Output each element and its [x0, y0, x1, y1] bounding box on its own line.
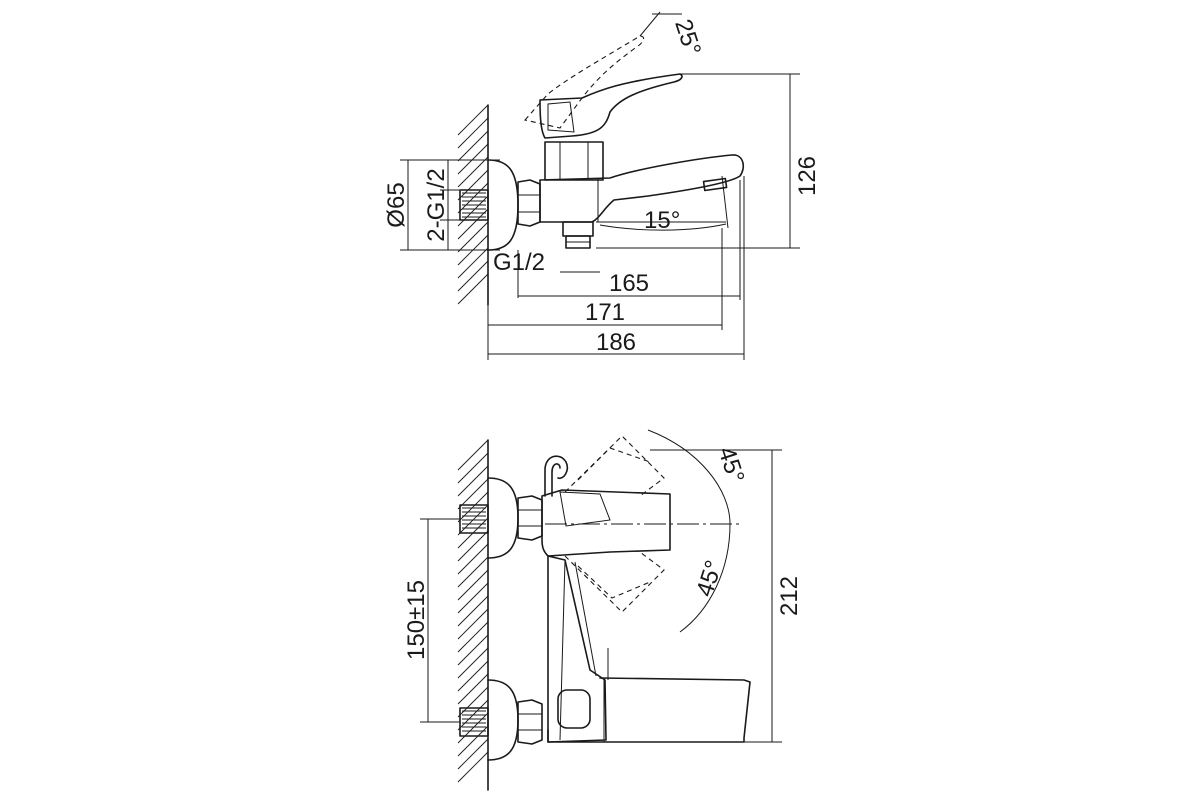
nut-upper [517, 495, 543, 541]
cartridge-top [544, 141, 604, 181]
label-dim-165: 165 [609, 270, 649, 297]
escutcheon-top [487, 159, 519, 251]
label-spacing: 150±15 [403, 580, 430, 660]
top-view-faucet: 25° 15° 126 Ø65 2-G1/2 G1/2 165 171 186 [383, 11, 821, 360]
label-dim-186: 186 [596, 329, 636, 356]
holder-rotated-up [564, 435, 665, 497]
escutcheon-upper [487, 477, 519, 559]
shower-holder-body [541, 489, 671, 557]
dim-lines-bottom [420, 449, 782, 743]
outlet-nut-top [562, 221, 594, 237]
label-angle-spout: 15° [644, 207, 680, 234]
mixer-body-top [539, 154, 745, 223]
stand-body [547, 555, 607, 743]
bottom-view-faucet: 45° 45° 212 150±15 [403, 429, 803, 791]
holder-rotated-down [564, 551, 665, 613]
label-dim-171: 171 [585, 299, 625, 326]
lever-rotated-dashed [523, 35, 645, 129]
wall-connector-lower [459, 707, 489, 737]
label-diameter-65: Ø65 [383, 182, 410, 227]
aerator-top [702, 177, 728, 192]
label-angle-lever: 25° [669, 16, 706, 59]
label-thread-pair: 2-G1/2 [423, 168, 450, 241]
wall-connector-top [459, 189, 489, 221]
hand-shower-hook [544, 455, 569, 497]
nut-top [517, 179, 541, 227]
lever-slot [557, 689, 591, 729]
label-outlet-thread: G1/2 [493, 249, 545, 276]
wall-hatch-bottom [457, 439, 489, 791]
dim-lines-top [400, 73, 800, 360]
escutcheon-lower [487, 679, 519, 761]
label-height-212: 212 [776, 576, 803, 616]
wall-hatch-top [457, 104, 489, 306]
label-height-126: 126 [794, 156, 821, 196]
label-angle-down: 45° [691, 557, 728, 600]
nut-lower [517, 699, 543, 745]
lever-handle-top [539, 73, 683, 139]
mixer-body-bottom [547, 677, 751, 743]
